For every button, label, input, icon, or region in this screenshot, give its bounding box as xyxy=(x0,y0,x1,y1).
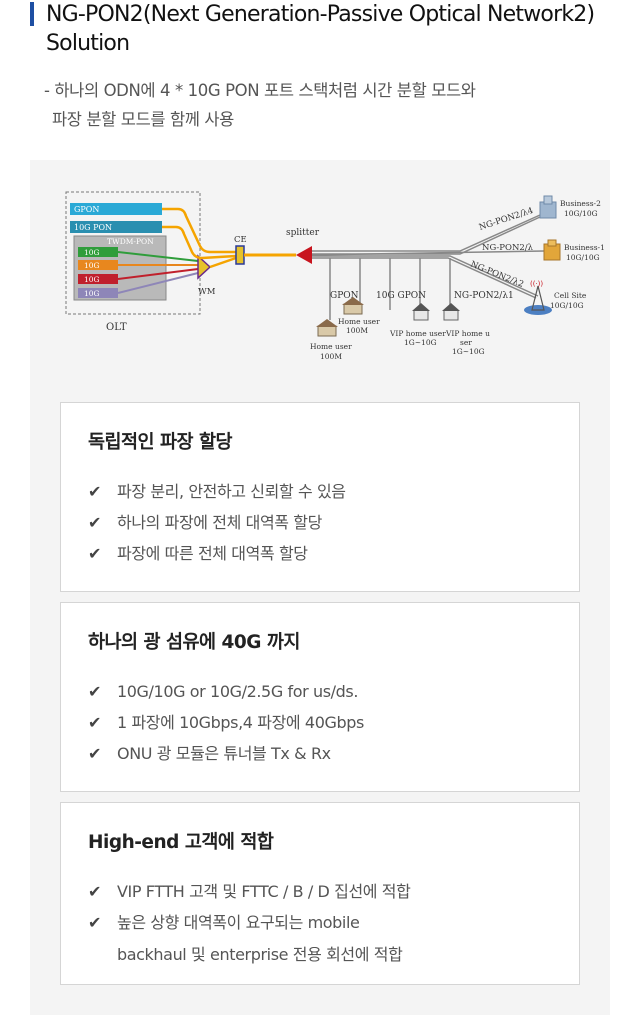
vip-home-user-2-label-line-1: VIP home u xyxy=(445,329,490,338)
page-subtitle: - 하나의 ODN에 4 * 10G PON 포트 스택처럼 시간 분할 모드와… xyxy=(44,76,614,134)
page-title: NG-PON2(Next Generation-Passive Optical … xyxy=(46,2,595,56)
check-icon: ✔ xyxy=(88,744,102,763)
link-label-10g-gpon: 10G GPON xyxy=(376,291,426,301)
svg-text:((·)): ((·)) xyxy=(530,280,543,288)
olt-frame xyxy=(65,191,201,315)
vip-home-user-2-house-icon xyxy=(442,303,460,321)
wm-multiplexer xyxy=(197,254,212,280)
list-item: ✔파장에 따른 전체 대역폭 할당 xyxy=(88,538,569,569)
list-item: ✔1 파장에 10Gbps,4 파장에 40Gbps xyxy=(88,707,569,738)
twdm-channel-3-label: 10G xyxy=(84,275,100,284)
ng-pon2-network-diagram: OLT GPON 10G PON TWDM-PON 10G 10G 10G 10… xyxy=(65,191,605,361)
vip-home-user-1-speed: 1G~10G xyxy=(404,338,437,347)
list-item: ✔하나의 파장에 전체 대역폭 할당 xyxy=(88,507,569,538)
feature-card-40g: 하나의 광 섬유에 40G 까지 ✔10G/10G or 10G/2.5G fo… xyxy=(60,602,580,792)
cell-site-tower-icon: ((·)) xyxy=(524,280,552,315)
card-title: 독립적인 파장 할당 xyxy=(88,432,233,453)
home-user-2-house-icon xyxy=(316,319,338,337)
channel-3-line xyxy=(117,268,199,280)
check-icon: ✔ xyxy=(88,482,102,501)
vip-home-user-2-speed: 1G~10G xyxy=(452,347,485,356)
check-icon: ✔ xyxy=(88,913,102,932)
twdm-channel-2-label: 10G xyxy=(84,261,100,270)
home-user-1-label: Home user xyxy=(338,317,380,326)
list-item: ✔파장 분리, 안전하고 신뢰할 수 있음 xyxy=(88,476,569,507)
card-title: 하나의 광 섬유에 40G 까지 xyxy=(88,632,300,653)
business-1-building-icon xyxy=(543,239,561,261)
check-icon: ✔ xyxy=(88,544,102,563)
twdm-channel-3 xyxy=(78,274,118,284)
ce-label: CE xyxy=(234,235,247,245)
business-1-label: Business-1 xyxy=(564,243,605,252)
gpon-card xyxy=(70,203,162,215)
subtitle-line-2: 파장 분할 모드를 함께 사용 xyxy=(52,110,234,129)
gpon-fiber xyxy=(162,207,236,254)
gpon-card-label: GPON xyxy=(74,205,99,214)
business-1-speed: 10G/10G xyxy=(566,253,600,262)
twdm-channel-1 xyxy=(78,247,118,257)
vip-home-user-1-label: VIP home user xyxy=(389,329,446,338)
list-item: ✔ONU 광 모듈은 튜너블 Tx & Rx xyxy=(88,738,569,769)
splitter-label: splitter xyxy=(286,228,320,238)
channel-1-line xyxy=(117,251,199,262)
home-user-1-speed: 100M xyxy=(346,326,368,335)
subtitle-line-1: - 하나의 ODN에 4 * 10G PON 포트 스택처럼 시간 분할 모드와 xyxy=(44,81,476,100)
check-icon: ✔ xyxy=(88,882,102,901)
card-title: High-end 고객에 적합 xyxy=(88,832,274,853)
check-icon: ✔ xyxy=(88,513,102,532)
title-accent-bar xyxy=(30,2,34,26)
link-label-lambda1: NG-PON2/λ1 xyxy=(454,291,514,301)
business-2-building-icon xyxy=(539,195,557,219)
home-user-2-speed: 100M xyxy=(320,352,342,361)
home-user-1-house-icon xyxy=(342,297,364,315)
list-item: ✔10G/10G or 10G/2.5G for us/ds. xyxy=(88,676,569,707)
cell-site-label: Cell Site xyxy=(554,291,587,300)
business-2-speed: 10G/10G xyxy=(564,209,598,218)
xgpon-card xyxy=(70,221,162,233)
content-panel: OLT GPON 10G PON TWDM-PON 10G 10G 10G 10… xyxy=(30,160,610,1015)
business-2-label: Business-2 xyxy=(560,199,601,208)
feature-card-high-end: High-end 고객에 적합 ✔VIP FTTH 고객 및 FTTC / B … xyxy=(60,802,580,985)
check-icon: ✔ xyxy=(88,713,102,732)
ce-combiner xyxy=(235,245,245,265)
twdm-channel-4 xyxy=(78,288,118,298)
list-item: ✔VIP FTTH 고객 및 FTTC / B / D 집선에 적합 xyxy=(88,876,569,907)
feature-list: ✔VIP FTTH 고객 및 FTTC / B / D 집선에 적합 ✔높은 상… xyxy=(88,876,569,971)
splitter-icon xyxy=(296,246,312,264)
feature-card-wavelength: 독립적인 파장 할당 ✔파장 분리, 안전하고 신뢰할 수 있음 ✔하나의 파장… xyxy=(60,402,580,592)
link-label-gpon: GPON xyxy=(330,291,359,301)
twdm-channel-4-label: 10G xyxy=(84,289,100,298)
link-label-lambda4: NG-PON2/λ4 xyxy=(478,206,535,233)
twdm-pon-label: TWDM-PON xyxy=(107,237,154,246)
distribution-lines xyxy=(311,214,545,320)
twdm-channel-2 xyxy=(78,260,118,270)
olt-label: OLT xyxy=(106,322,127,333)
feature-list: ✔파장 분리, 안전하고 신뢰할 수 있음 ✔하나의 파장에 전체 대역폭 할당… xyxy=(88,476,569,569)
cell-site-speed: 10G/10G xyxy=(550,301,584,310)
channel-4-line xyxy=(117,272,199,294)
feature-list: ✔10G/10G or 10G/2.5G for us/ds. ✔1 파장에 1… xyxy=(88,676,569,769)
vip-home-user-1-house-icon xyxy=(412,303,430,321)
wm-label: WM xyxy=(198,287,216,297)
vip-home-user-2-label-line-2: ser xyxy=(460,338,472,347)
twdm-channel-1-label: 10G xyxy=(84,248,100,257)
check-icon: ✔ xyxy=(88,682,102,701)
home-user-2-label: Home user xyxy=(310,342,352,351)
link-label-lambda2: NG-PON2/λ2 xyxy=(469,260,525,290)
twdm-fiber xyxy=(209,256,237,269)
xgpon-fiber xyxy=(162,225,237,260)
link-label-lambda: NG-PON2/λ xyxy=(482,243,534,253)
xgpon-card-label: 10G PON xyxy=(74,223,112,232)
